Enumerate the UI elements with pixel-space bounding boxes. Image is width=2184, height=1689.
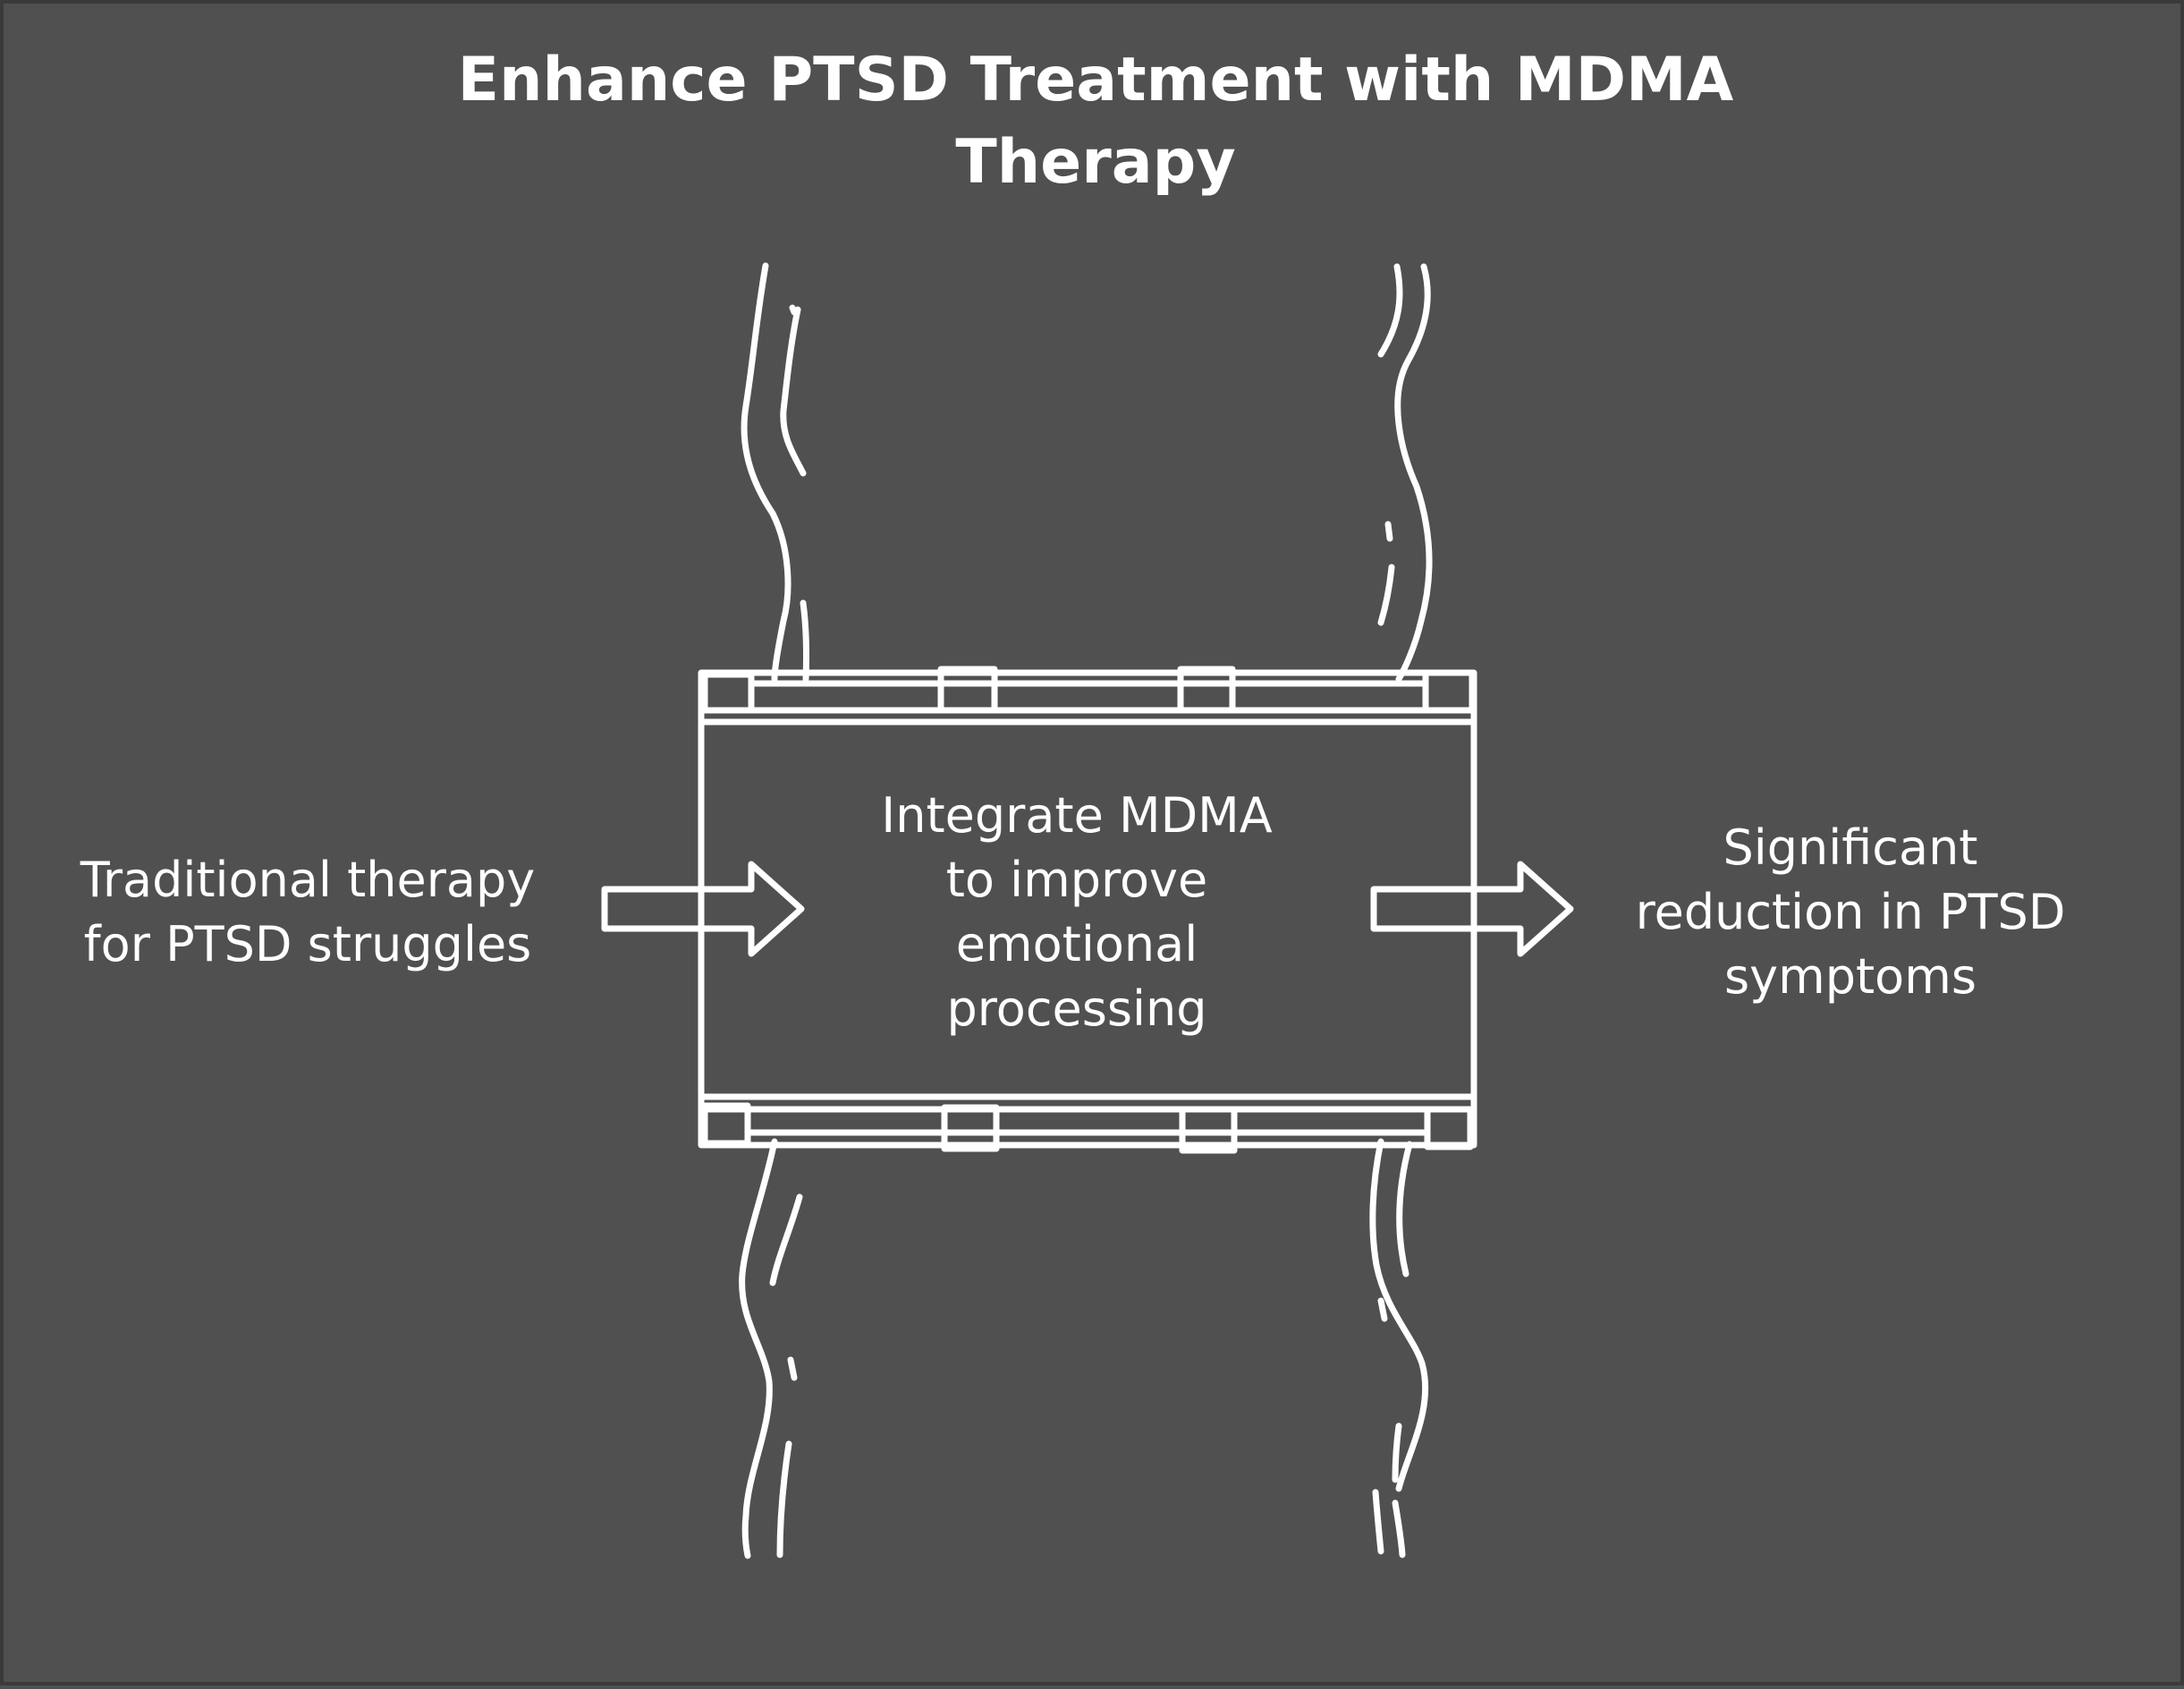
pipe-top-right — [1377, 263, 1433, 683]
output-label: Significant reduction in PTSD symptoms — [1635, 819, 2066, 1005]
clamp-bottom-1 — [701, 1102, 751, 1147]
diagram-title: Enhance PTSD Treatment with MDMA Therapy — [457, 45, 1734, 198]
pipe-top-left — [741, 262, 810, 683]
clamp-bottom-3 — [1179, 1106, 1238, 1154]
clamp-bottom-4 — [1424, 1106, 1474, 1150]
process-box-bottom-bar — [698, 1093, 1477, 1136]
output-arrow — [1370, 861, 1574, 957]
process-label: Integrate MDMA to improve emotional proc… — [881, 787, 1273, 1037]
input-label: Traditional therapy for PTSD struggles — [80, 852, 536, 972]
process-box — [698, 669, 1477, 1149]
diagram-drawing — [601, 262, 1574, 1559]
clamp-top-4 — [1422, 669, 1476, 714]
clamp-top-1 — [701, 671, 755, 714]
pipe-bottom-right — [1369, 1138, 1429, 1558]
clamp-top-3 — [1177, 666, 1236, 714]
process-box-top-bar — [698, 680, 1477, 726]
input-arrow — [601, 861, 805, 957]
pipe-bottom-left — [739, 1138, 803, 1559]
clamp-bottom-2 — [941, 1104, 1000, 1152]
clamp-top-2 — [937, 666, 998, 714]
